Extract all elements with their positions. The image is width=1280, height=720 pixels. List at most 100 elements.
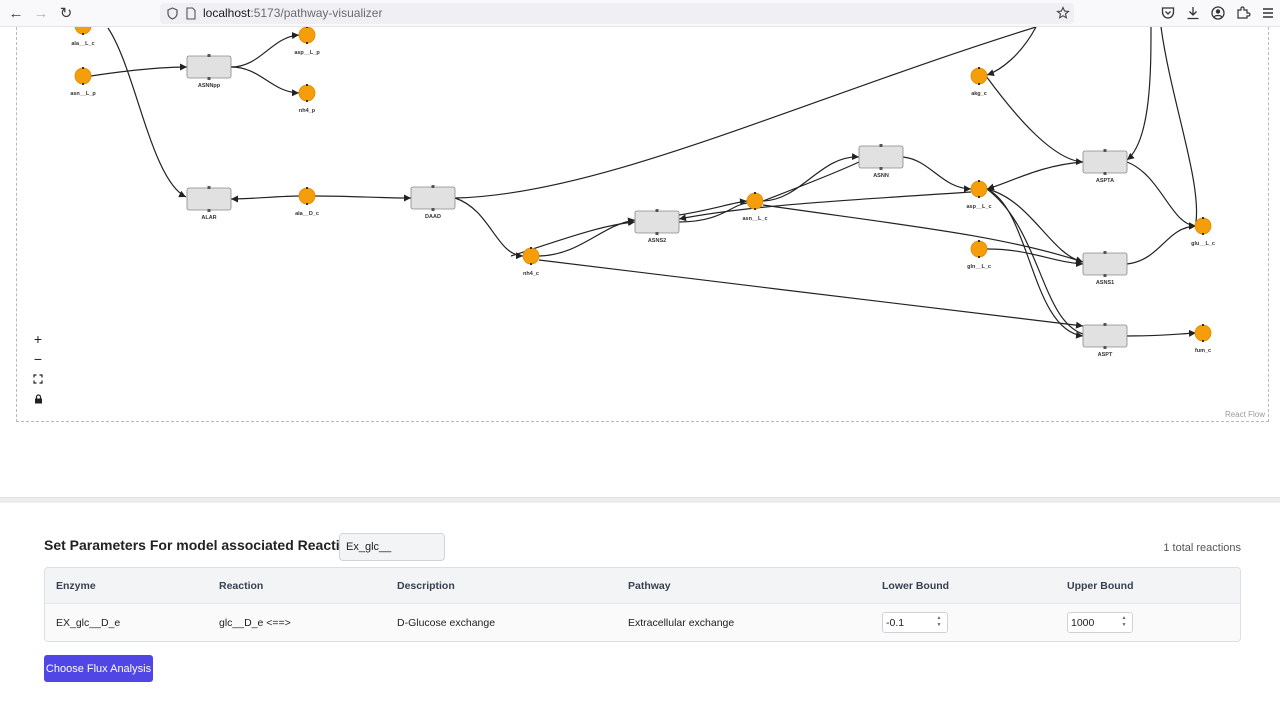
metabolite-label: asn__L_c xyxy=(742,216,767,222)
extensions-icon[interactable] xyxy=(1235,5,1251,21)
edge xyxy=(230,195,300,203)
forward-arrow-icon[interactable]: → xyxy=(33,4,49,22)
zoom-out-button[interactable]: − xyxy=(28,349,48,369)
flow-controls: + − xyxy=(28,329,48,409)
column-header-upper-bound: Upper Bound xyxy=(1067,580,1134,592)
metabolite-label: ala__L_c xyxy=(71,41,94,47)
reaction-node-DAAD[interactable]: DAAD xyxy=(410,185,456,220)
back-arrow-icon[interactable]: ← xyxy=(8,4,24,22)
reaction-label: DAAD xyxy=(425,214,441,220)
edge xyxy=(986,188,1084,264)
lower-bound-stepper-icon[interactable]: ▲▼ xyxy=(936,615,942,628)
upper-bound-stepper-icon[interactable]: ▲▼ xyxy=(1121,615,1127,628)
metabolite-label: ala__D_c xyxy=(295,211,319,217)
edge xyxy=(902,156,972,193)
column-header-lower-bound: Lower Bound xyxy=(882,580,950,592)
reload-icon[interactable]: ↻ xyxy=(59,5,73,22)
pocket-icon[interactable] xyxy=(1160,5,1176,21)
edge xyxy=(1126,27,1152,161)
section-divider xyxy=(0,497,1280,503)
metabolite-node-fum_c[interactable]: fum_c xyxy=(1194,324,1212,354)
edge xyxy=(538,217,636,257)
reaction-label: ASPT xyxy=(1098,352,1113,358)
edge xyxy=(1126,222,1197,265)
metabolite-node-asp__L_p[interactable]: asp__L_p xyxy=(294,27,320,56)
edge xyxy=(678,202,748,223)
metabolite-label: fum_c xyxy=(1195,348,1211,354)
metabolite-node-ala__L_c[interactable]: ala__L_c xyxy=(71,27,95,47)
metabolite-label: akg_c xyxy=(971,91,987,97)
url-bar[interactable]: localhost:5173/pathway-visualizer xyxy=(160,3,1074,24)
metabolite-label: gln__L_c xyxy=(967,264,991,270)
fit-view-button[interactable] xyxy=(28,369,48,389)
choose-flux-analysis-button[interactable]: Choose Flux Analysis xyxy=(44,655,153,682)
edge xyxy=(538,259,1084,329)
edge xyxy=(986,188,1084,335)
metabolite-node-akg_c[interactable]: akg_c xyxy=(970,67,988,97)
lower-bound-input[interactable] xyxy=(882,612,948,633)
reaction-label: ASNNpp xyxy=(198,83,221,89)
cell-description: D-Glucose exchange xyxy=(397,617,496,629)
edge xyxy=(1126,329,1197,337)
lock-icon xyxy=(34,394,42,404)
edge xyxy=(1126,161,1197,230)
edge xyxy=(986,27,1037,76)
column-header-enzyme: Enzyme xyxy=(56,580,96,592)
table-row: EX_glc__D_e glc__D_e <==> D-Glucose exch… xyxy=(45,604,1240,641)
menu-icon[interactable] xyxy=(1260,5,1276,21)
shield-icon xyxy=(167,7,178,20)
edge xyxy=(107,27,187,198)
metabolite-label: nh4_p xyxy=(299,108,316,114)
edge xyxy=(230,66,300,97)
metabolite-label: asp__L_p xyxy=(294,50,320,56)
table-header: Enzyme Reaction Description Pathway Lowe… xyxy=(45,568,1240,604)
react-flow-attribution[interactable]: React Flow xyxy=(1224,410,1265,419)
reaction-node-ASNS2[interactable]: ASNS2 xyxy=(634,209,680,244)
download-icon[interactable] xyxy=(1185,5,1201,21)
metabolite-node-asp__L_c[interactable]: asp__L_c xyxy=(966,180,992,210)
lock-button[interactable] xyxy=(28,389,48,409)
reaction-search-input[interactable] xyxy=(339,533,445,561)
edge xyxy=(314,194,412,202)
edge xyxy=(986,248,1084,268)
account-icon[interactable] xyxy=(1210,5,1226,21)
metabolite-node-asn__L_c[interactable]: asn__L_c xyxy=(742,192,768,222)
edge xyxy=(762,204,1084,264)
metabolite-label: asn__L_p xyxy=(70,91,96,97)
edge xyxy=(1160,27,1198,223)
reaction-node-ASNS1[interactable]: ASNS1 xyxy=(1082,251,1128,286)
browser-toolbar: ← → ↻ localhost:5173/pathway-visualizer xyxy=(0,0,1280,27)
column-header-description: Description xyxy=(397,580,455,592)
reaction-node-ALAR[interactable]: ALAR xyxy=(186,186,232,221)
metabolite-node-gln__L_c[interactable]: gln__L_c xyxy=(967,240,991,270)
cell-pathway: Extracellular exchange xyxy=(628,617,735,629)
metabolite-node-nh4_p[interactable]: nh4_p xyxy=(298,84,316,114)
page-icon xyxy=(186,7,196,20)
reaction-node-ASPTA[interactable]: ASPTA xyxy=(1082,149,1128,184)
cell-enzyme: EX_glc__D_e xyxy=(56,617,121,629)
metabolite-node-ala__D_c[interactable]: ala__D_c xyxy=(295,187,319,217)
reaction-label: ASNS1 xyxy=(1096,280,1114,286)
reaction-node-ASNNpp[interactable]: ASNNpp xyxy=(186,54,232,89)
metabolite-node-asn__L_p[interactable]: asn__L_p xyxy=(70,67,96,97)
edge xyxy=(454,197,524,260)
upper-bound-input[interactable] xyxy=(1067,612,1133,633)
reactions-table: Enzyme Reaction Description Pathway Lowe… xyxy=(44,567,1241,642)
metabolite-node-nh4_c[interactable]: nh4_c xyxy=(522,247,540,277)
edge xyxy=(678,198,748,216)
reaction-node-ASNN[interactable]: ASNN xyxy=(858,144,904,179)
reaction-label: ASNS2 xyxy=(648,238,666,244)
total-reactions-count: 1 total reactions xyxy=(1163,542,1241,554)
reaction-label: ASPTA xyxy=(1096,178,1114,184)
metabolite-node-glu__L_c[interactable]: glu__L_c xyxy=(1191,217,1215,247)
column-header-reaction: Reaction xyxy=(219,580,264,592)
edge xyxy=(454,27,1037,199)
star-icon[interactable] xyxy=(1056,6,1070,20)
metabolite-label: glu__L_c xyxy=(1191,241,1215,247)
zoom-in-button[interactable]: + xyxy=(28,329,48,349)
reaction-node-ASPT[interactable]: ASPT xyxy=(1082,323,1128,358)
edge xyxy=(678,191,972,222)
metabolite-label: nh4_c xyxy=(523,271,539,277)
